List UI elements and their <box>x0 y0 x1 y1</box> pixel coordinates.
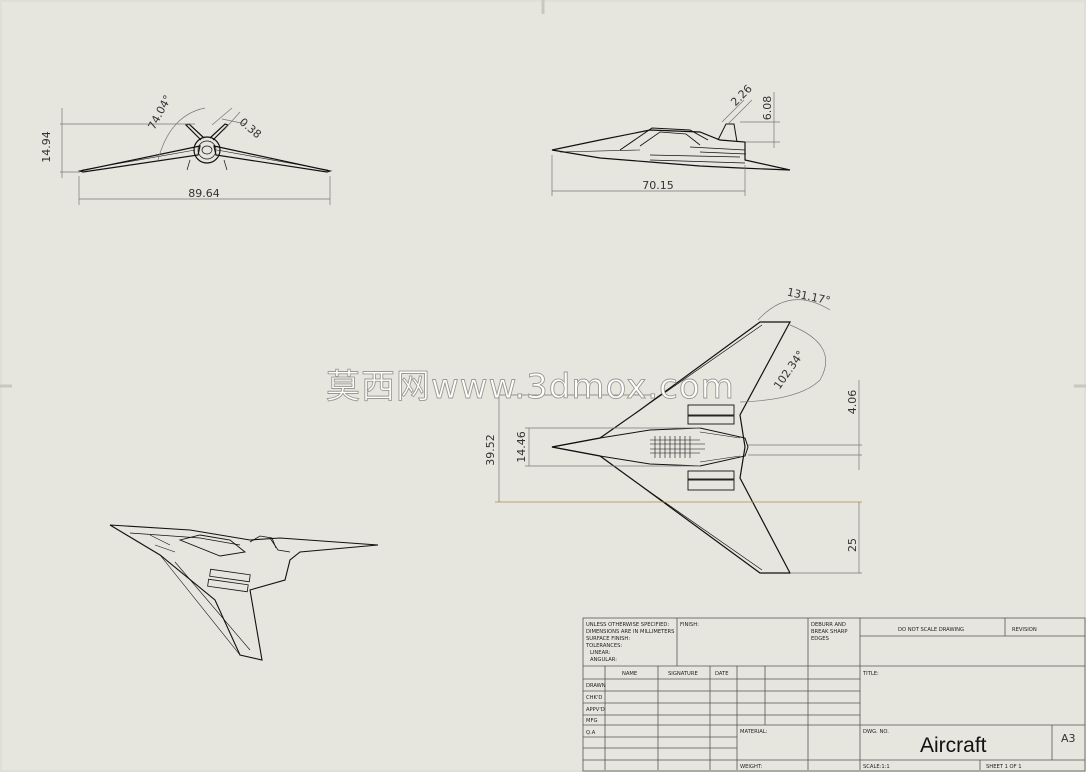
tb-note-2: DIMENSIONS ARE IN MILLIMETERS <box>586 629 674 635</box>
tb-row-mfg: MFG <box>586 718 597 724</box>
tb-row-appvd: APPV'D <box>586 707 605 713</box>
front-angle-dim: 74.04° <box>145 93 174 132</box>
side-small-dim: 2.26 <box>728 82 755 109</box>
tb-row-drawn: DRAWN <box>586 683 606 689</box>
top-trailing-angle-dim: 102.34° <box>771 348 807 391</box>
centering-marks <box>0 0 1086 388</box>
tb-note-4: TOLERANCES: <box>585 643 622 649</box>
tb-drawing-name: Aircraft <box>920 734 987 757</box>
front-view-dimensions <box>60 107 331 205</box>
tb-col-date: DATE <box>715 671 729 677</box>
front-thickness-dim: 0.38 <box>237 115 264 141</box>
isometric-view <box>109 524 379 661</box>
tb-note-3: SURFACE FINISH: <box>586 636 630 642</box>
side-length-dim: 70.15 <box>642 179 674 192</box>
title-block <box>582 617 1086 772</box>
tb-note-6: ANGULAR: <box>590 657 617 663</box>
tb-title-label: TITLE: <box>862 671 879 677</box>
front-view <box>77 123 333 173</box>
tb-finish-label: FINISH: <box>680 622 699 628</box>
top-view <box>551 321 792 574</box>
title-block-text: UNLESS OTHERWISE SPECIFIED: DIMENSIONS A… <box>585 622 1076 770</box>
top-view-dimensions <box>495 299 862 574</box>
tb-row-qa: Q.A <box>586 730 596 736</box>
tb-deburr-2: BREAK SHARP <box>811 629 848 635</box>
top-offset-dim: 4.06 <box>846 390 859 415</box>
side-view-dimensions <box>551 92 780 196</box>
tb-deburr-1: DEBURR AND <box>811 622 846 628</box>
side-fin-height-dim: 6.08 <box>761 96 774 121</box>
tb-weight-label: WEIGHT: <box>740 764 762 770</box>
side-view <box>551 123 791 171</box>
front-height-dim: 14.94 <box>40 131 53 163</box>
top-fuselage-width-dim: 14.46 <box>515 431 528 463</box>
top-wing-chord-dim: 25 <box>846 538 859 552</box>
tb-revision-label: REVISION <box>1012 627 1037 633</box>
tb-material-label: MATERIAL: <box>740 729 768 735</box>
top-sweep-angle-dim: 131.17° <box>786 286 832 308</box>
tb-col-signature: SIGNATURE <box>668 671 698 677</box>
tb-sheet-label: SHEET 1 OF 1 <box>986 764 1022 770</box>
tb-note-1: UNLESS OTHERWISE SPECIFIED: <box>586 622 669 628</box>
tb-note-5: LINEAR: <box>590 650 611 656</box>
watermark-text: 莫西网www.3dmox.com <box>326 367 735 407</box>
tb-row-chkd: CHK'D <box>586 695 602 701</box>
tb-scale-label: SCALE:1:1 <box>863 764 890 770</box>
front-span-dim: 89.64 <box>188 187 220 200</box>
tb-do-not-scale: DO NOT SCALE DRAWING <box>898 627 964 633</box>
top-overall-width-dim: 39.52 <box>484 434 497 466</box>
tb-deburr-3: EDGES <box>811 636 829 642</box>
tb-col-name: NAME <box>622 671 637 677</box>
tb-dwg-no-label: DWG. NO. <box>863 729 889 735</box>
tb-sheet-size: A3 <box>1061 732 1076 745</box>
